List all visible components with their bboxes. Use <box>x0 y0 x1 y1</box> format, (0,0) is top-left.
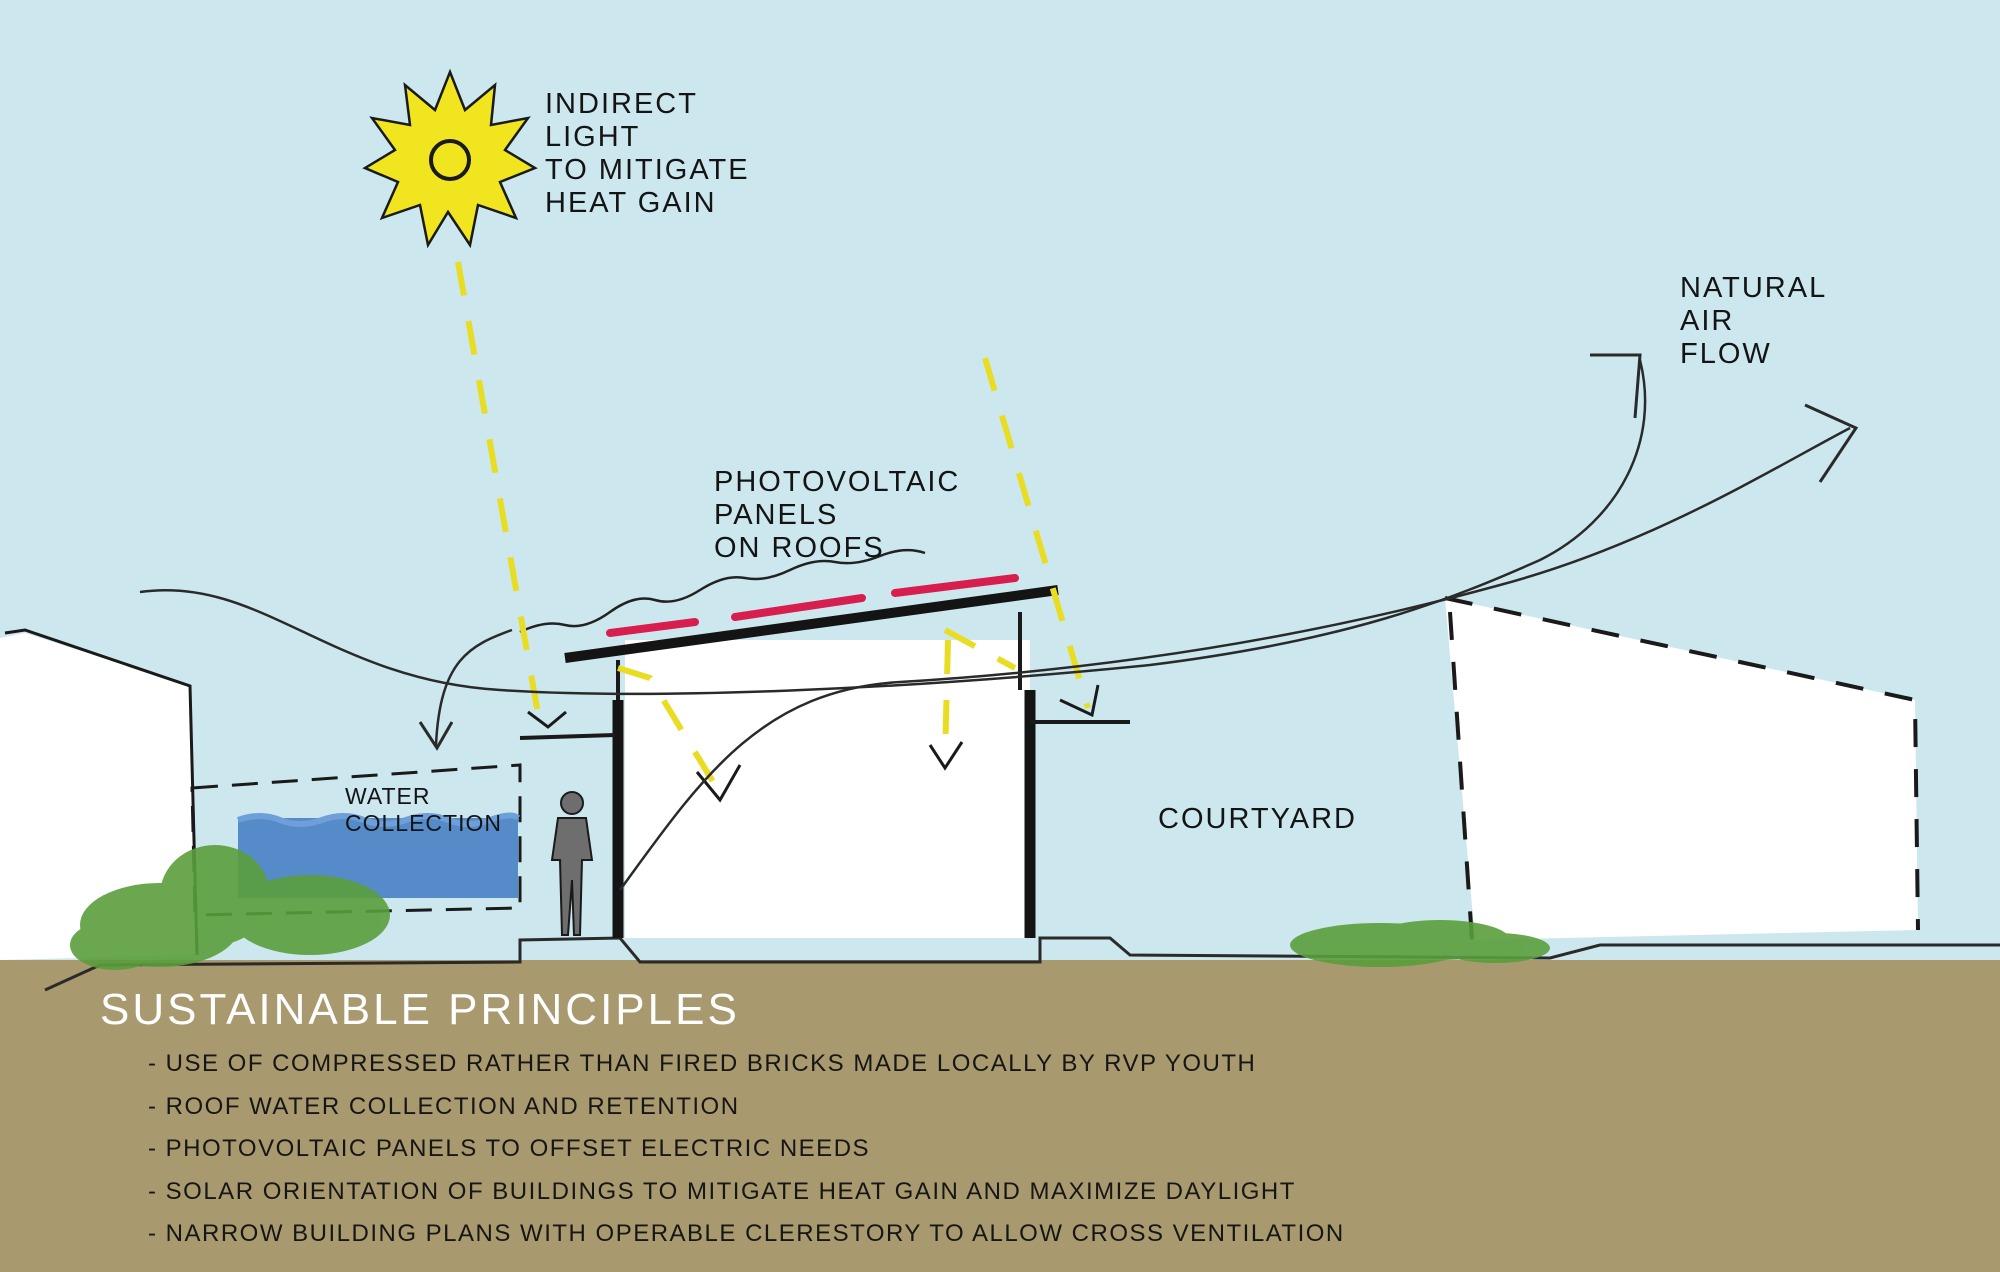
sun-rays <box>362 68 538 249</box>
roof-supports <box>519 612 1130 740</box>
water-tank-outline <box>190 763 522 917</box>
arrow-icon <box>1804 403 1859 483</box>
right-building-outline <box>1444 596 1920 941</box>
shrub <box>230 875 390 955</box>
central-house-wall <box>625 640 1030 938</box>
principle-item: - USE OF COMPRESSED RATHER THAN FIRED BR… <box>148 1050 1257 1077</box>
reflected-ray-right <box>942 627 1017 759</box>
principles-list: - USE OF COMPRESSED RATHER THAN FIRED BR… <box>148 1047 1345 1260</box>
principles-title: SUSTAINABLE PRINCIPLES <box>100 985 740 1034</box>
principle-item: - PHOTOVOLTAIC PANELS TO OFFSET ELECTRIC… <box>148 1135 871 1162</box>
pv-squiggle <box>519 548 926 634</box>
principle-item: - NARROW BUILDING PLANS WITH OPERABLE CL… <box>148 1220 1345 1247</box>
air-flow-arrowheads <box>418 353 1859 751</box>
pv-panel <box>731 594 866 621</box>
sun-core <box>429 139 471 181</box>
right-building <box>1445 598 1918 940</box>
arrow-icon <box>928 741 964 771</box>
air-flow-line-lower <box>618 426 1851 891</box>
light-ray-left <box>455 261 543 726</box>
left-building <box>0 633 195 960</box>
arrow-icon <box>1059 684 1100 718</box>
arrow-icon <box>527 710 567 729</box>
person-head <box>560 791 584 815</box>
pv-panels <box>606 574 1019 637</box>
ground <box>0 960 2000 1272</box>
air-flow-downdraft <box>434 628 513 746</box>
central-house-roof <box>564 585 1059 663</box>
vegetation <box>70 845 1550 970</box>
light-ray-right <box>982 357 1091 709</box>
arrow-icon <box>418 721 454 751</box>
central-house-columns <box>612 690 1036 938</box>
water-surface <box>236 812 521 827</box>
person-body <box>550 817 594 936</box>
principle-item: - ROOF WATER COLLECTION AND RETENTION <box>148 1092 740 1120</box>
reflected-ray-left <box>617 665 721 792</box>
label-courtyard: COURTYARD <box>1158 803 1357 835</box>
air-flow-line-upper <box>139 359 1647 696</box>
shrub <box>70 920 160 970</box>
principle-item: - SOLAR ORIENTATION OF BUILDINGS TO MITI… <box>148 1177 1296 1205</box>
air-flow <box>139 359 1851 891</box>
label-natural-air-flow: NATURAL AIR FLOW <box>1680 272 1828 370</box>
shrub <box>1440 933 1550 963</box>
arrow-icon <box>1590 353 1642 419</box>
sun-icon <box>362 68 538 249</box>
ground-line <box>44 936 2000 992</box>
label-indirect-light: INDIRECT LIGHT TO MITIGATE HEAT GAIN <box>545 88 750 219</box>
light-rays <box>455 261 1091 792</box>
pv-panel <box>891 574 1019 597</box>
label-photovoltaic-panels: PHOTOVOLTAIC PANELS ON ROOFS <box>714 466 961 564</box>
person-silhouette-icon <box>550 791 594 936</box>
label-water-collection: WATER COLLECTION <box>345 783 502 836</box>
pv-panel <box>606 618 699 637</box>
